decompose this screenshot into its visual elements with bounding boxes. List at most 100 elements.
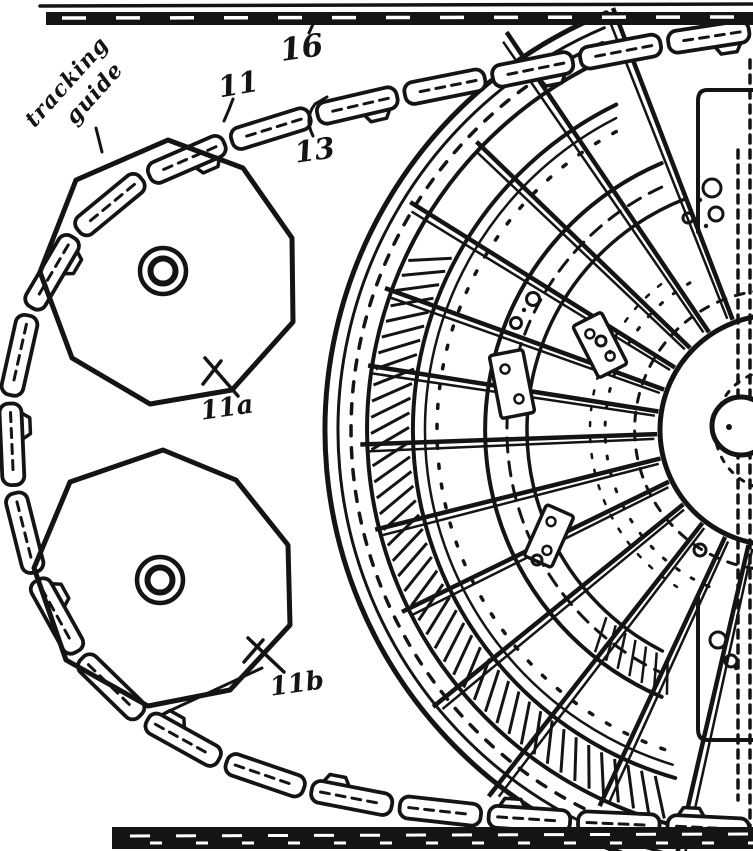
rim-outer-arc	[322, 10, 624, 851]
rim-inner-arc	[410, 102, 678, 780]
wheel-spoke	[360, 431, 658, 447]
tread-hatch-line	[373, 455, 411, 484]
bracket-bolt	[545, 515, 557, 528]
tread-hatch-line	[483, 669, 501, 713]
ref-11a-leader	[203, 356, 240, 398]
tread-hatch-line	[613, 758, 620, 803]
tread-hatch-line	[381, 324, 425, 339]
idler-hub-upper-inner	[147, 255, 179, 287]
track-link	[397, 794, 483, 828]
idler-plate-lower	[31, 447, 293, 709]
track-link	[315, 85, 400, 126]
track-link-pin-line	[83, 182, 136, 227]
tread-hatch-line	[377, 338, 421, 355]
track-link-pin-line	[156, 145, 218, 174]
tread-hatch-line	[559, 728, 566, 773]
tread-hatch-line	[378, 484, 415, 516]
bracket-bolt	[584, 328, 596, 340]
track-link-pin-line	[9, 411, 15, 478]
wheel-spoke	[597, 535, 728, 808]
tread-hatch-line	[425, 596, 451, 636]
wheel-spoke-companion	[366, 437, 655, 453]
wheel-spoke-companion	[684, 548, 753, 851]
ref-label-11b: 11b	[268, 665, 326, 702]
hub-circle	[657, 314, 753, 546]
wheel-spoke-companion	[441, 508, 685, 710]
track-link	[145, 133, 228, 185]
track-link-pin-line	[407, 806, 474, 817]
tread-hatch-line	[653, 775, 666, 819]
track-link-pin-line	[233, 763, 297, 788]
track-link	[73, 171, 147, 238]
ref-11-leader	[222, 97, 235, 123]
tread-hatch-line	[573, 737, 578, 781]
tread-hatch-line	[395, 283, 440, 292]
tread-hatch-line	[600, 752, 606, 796]
detail-curl	[708, 630, 728, 650]
tread-hatch-line	[433, 609, 458, 650]
detail-curl	[701, 177, 723, 199]
track-link-pin-line	[496, 815, 563, 823]
rim-outer-companion-arc	[336, 26, 664, 851]
top-rail-texture	[61, 15, 753, 20]
idler-hub-lower-outer	[134, 554, 186, 606]
tread-hatch-line	[408, 256, 452, 262]
tread-hatch-line	[452, 634, 474, 676]
inner-ring-inner-arc	[525, 196, 688, 653]
detail-curl	[723, 653, 739, 669]
track-link-pin-line	[319, 790, 385, 806]
detail-dot	[697, 197, 703, 203]
track-chain	[0, 19, 752, 843]
tread-hatch-line	[391, 527, 424, 562]
bracket-bolt	[513, 393, 525, 405]
ref-label-13: 13	[292, 130, 337, 169]
wheel-spoke-companion	[382, 462, 660, 537]
track-link	[4, 490, 46, 575]
detail-curl	[594, 334, 608, 348]
detail-curl	[707, 205, 725, 223]
detail-dot	[733, 665, 739, 671]
detail-dot	[521, 307, 527, 313]
ref-label-11a: 11a	[199, 390, 256, 427]
tread-hatch-line	[519, 701, 532, 745]
inner-ring-outer-arc	[483, 161, 664, 699]
rim-tread-dashed-arc	[349, 40, 675, 844]
track-link	[578, 32, 663, 71]
detail-dot	[721, 645, 727, 651]
frame-bracket-bottom	[696, 595, 753, 742]
axle-center-dot	[726, 424, 732, 430]
track-link-pin-line	[40, 586, 74, 646]
detail-curl	[681, 211, 695, 225]
tread-hatch-line	[385, 310, 429, 323]
wheel-spoke	[431, 502, 685, 709]
idler-plate-upper	[37, 137, 296, 407]
drive-wheel	[322, 7, 753, 851]
ring-hatch-line	[593, 616, 608, 653]
track-link-pin-line	[412, 78, 478, 95]
track-link	[490, 50, 576, 89]
track-link-pin-line	[15, 500, 34, 566]
tracking-guide-leader	[94, 126, 104, 154]
spoke-bracket	[487, 348, 537, 420]
track-link	[666, 19, 752, 56]
wheel-spoke	[374, 456, 662, 532]
idler-hub-upper-outer	[137, 245, 189, 297]
wheel-spoke-companion	[606, 16, 729, 320]
track-link	[402, 67, 488, 106]
track-link-pin-line	[324, 96, 390, 115]
track-link-pin-line	[500, 61, 566, 78]
ring-hatch-line	[640, 646, 648, 684]
hub-dashed-arc-1	[633, 290, 753, 570]
wheel-spoke-companion	[475, 150, 686, 351]
ground-bar	[112, 827, 753, 849]
inner-ring-dashed-arc	[505, 185, 664, 675]
detail-curl	[530, 553, 544, 567]
track-link-pin-line	[11, 322, 28, 388]
tread-hatch-line	[403, 556, 433, 593]
tread-hatch-line	[370, 396, 412, 419]
tread-hatch-line	[495, 680, 511, 724]
wheel-spoke-companion	[387, 295, 661, 395]
tread-hatch-line	[371, 382, 413, 403]
track-link-pin-line	[587, 44, 654, 60]
bracket-plate	[523, 503, 575, 569]
